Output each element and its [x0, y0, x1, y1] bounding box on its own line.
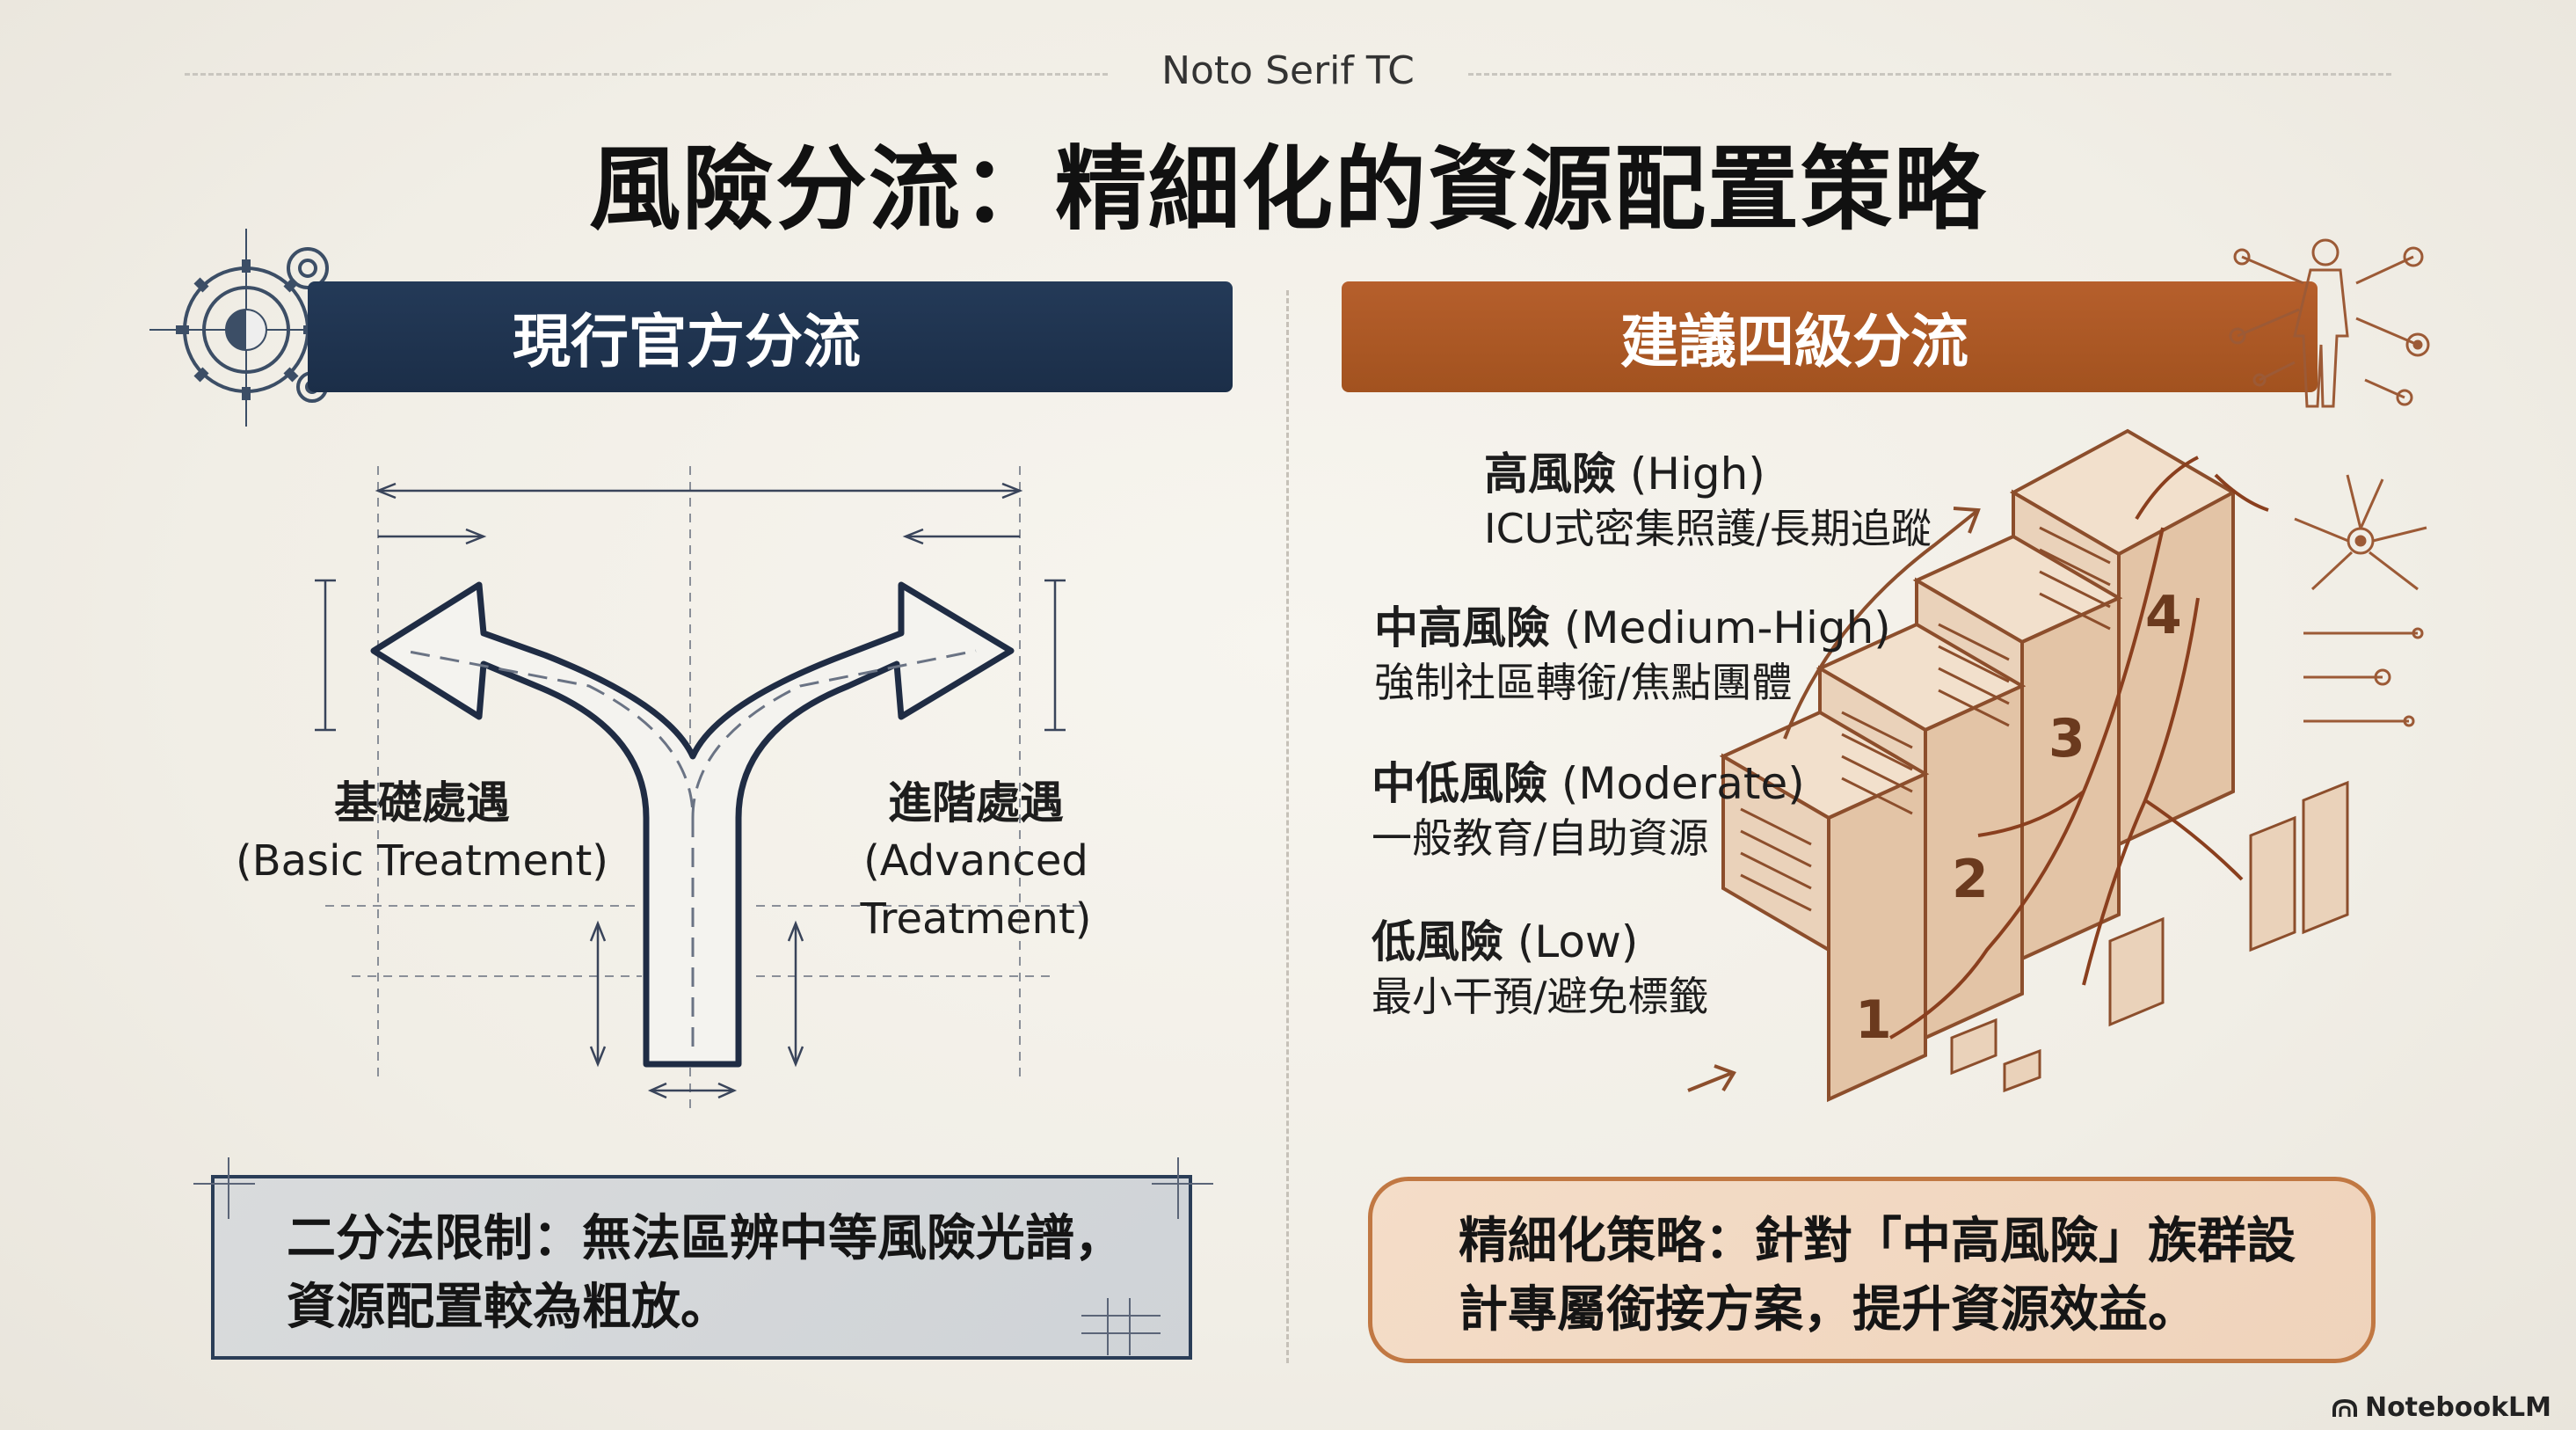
step-number-3: 3 [2048, 708, 2085, 770]
center-divider [1286, 290, 1289, 1363]
step-number-2: 2 [1952, 849, 1989, 910]
banner-proposed-triage: 建議四級分流 [1342, 281, 2318, 392]
staircase-icon: 4 3 2 1 [1687, 428, 2349, 1103]
tier-medium-high: 中高風險 (Medium-High) 強制社區轉銜/焦點團體 [1374, 601, 1891, 710]
notebooklm-logo-icon [2332, 1398, 2357, 1417]
note-refined-strategy: 精細化策略：針對「中高風險」族群設 計專屬銜接方案，提升資源效益。 [1368, 1177, 2376, 1363]
tier-low-desc: 最小干預/避免標籤 [1372, 973, 1709, 1020]
human-network-icon [2229, 238, 2430, 408]
note-left-line-2: 資源配置較為粗放。 [287, 1279, 730, 1336]
top-dashed-rule-right [1468, 73, 2391, 76]
banner-proposed-triage-label: 建議四級分流 [1620, 308, 1968, 376]
blueprint-corner-marks [193, 1157, 1213, 1355]
banner-current-triage-label: 現行官方分流 [513, 308, 861, 376]
tier-medium-high-name: 中高風險 [1374, 602, 1550, 653]
note-right-line-1: 精細化策略：針對「中高風險」族群設 [1459, 1213, 2296, 1270]
top-dashed-rule-left [185, 73, 1108, 76]
tier-low: 低風險 (Low) 最小干預/避免標籤 [1372, 915, 1709, 1024]
branch-advanced-zh: 進階處遇 [888, 777, 1064, 828]
tier-high-desc: ICU式密集照護/長期追蹤 [1484, 505, 1932, 552]
font-label: Noto Serif TC [1161, 48, 1415, 93]
branch-advanced-en: (Advanced Treatment) [860, 836, 1092, 944]
tier-moderate-desc: 一般教育/自助資源 [1372, 814, 1709, 862]
tier-low-en: (Low) [1517, 916, 1639, 967]
notebooklm-brand: NotebookLM [2332, 1392, 2551, 1423]
page-title: 風險分流：精細化的資源配置策略 [588, 135, 1987, 243]
step-number-4: 4 [2145, 585, 2182, 646]
branch-basic-en: (Basic Treatment) [235, 836, 609, 886]
tier-high: 高風險 (High) ICU式密集照護/長期追蹤 [1484, 447, 1932, 556]
note-binary-limitation: 二分法限制：無法區辨中等風險光譜， 資源配置較為粗放。 [211, 1175, 1192, 1360]
branch-label-advanced: 進階處遇 (Advanced Treatment) [756, 774, 1196, 948]
gear-icon [149, 229, 360, 427]
banner-current-triage: 現行官方分流 [308, 281, 1233, 392]
step-number-1: 1 [1855, 989, 1892, 1051]
branch-label-basic: 基礎處遇 (Basic Treatment) [220, 774, 624, 890]
tier-low-name: 低風險 [1372, 916, 1503, 967]
tier-high-en: (High) [1629, 449, 1765, 500]
tier-moderate: 中低風險 (Moderate) 一般教育/自助資源 [1372, 756, 1805, 865]
brand-label: NotebookLM [2364, 1392, 2551, 1423]
branch-basic-zh: 基礎處遇 [334, 777, 510, 828]
split-arrow-icon [315, 466, 1081, 1108]
note-left-line-1: 二分法限制：無法區辨中等風險光譜， [287, 1210, 1124, 1267]
tier-moderate-name: 中低風險 [1372, 758, 1547, 809]
tier-medium-high-en: (Medium-High) [1563, 602, 1891, 653]
tier-medium-high-desc: 強制社區轉銜/焦點團體 [1374, 659, 1793, 706]
tier-high-name: 高風險 [1484, 449, 1616, 500]
neuron-icon [2294, 474, 2427, 727]
tier-moderate-en: (Moderate) [1561, 758, 1805, 809]
note-right-line-2: 計專屬銜接方案，提升資源效益。 [1459, 1281, 2197, 1339]
